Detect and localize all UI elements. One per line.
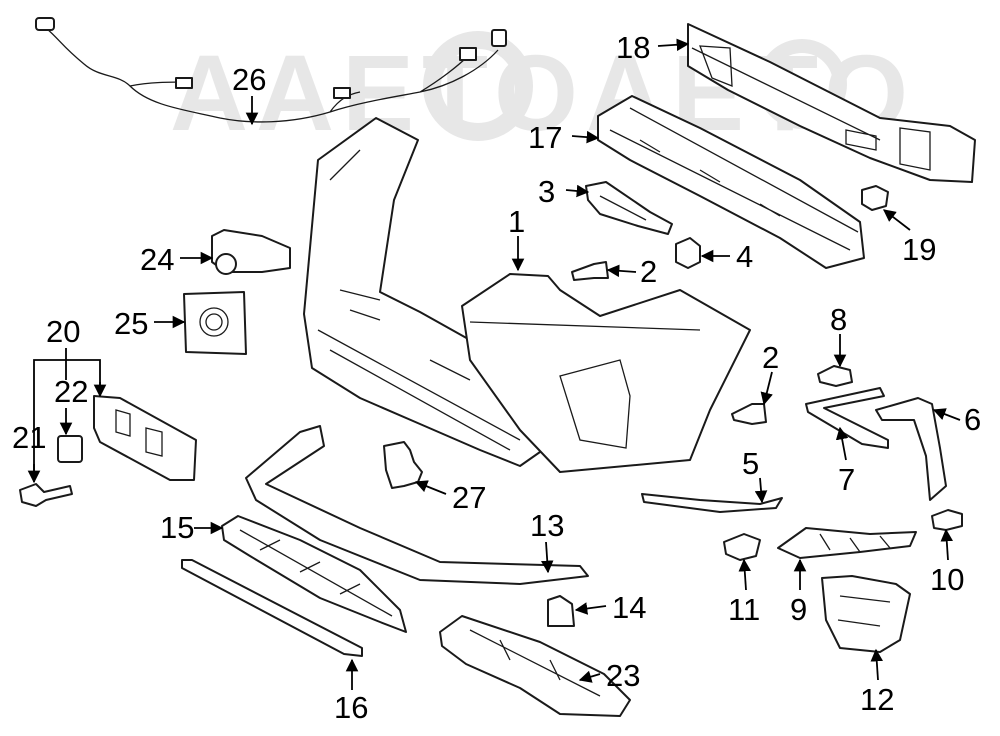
callout-10: 10 (930, 562, 964, 597)
part-5-strip (641, 493, 783, 513)
callout-27: 27 (452, 480, 486, 515)
callout-6: 6 (964, 402, 981, 437)
callout-2-lower: 2 (762, 340, 779, 375)
callout-9: 9 (790, 592, 807, 627)
part-2-clip-upper (571, 261, 609, 281)
part-4-nut (675, 237, 701, 269)
callout-labels: 1 2 2 3 4 5 6 7 8 9 10 11 12 13 14 15 16… (12, 30, 981, 725)
part-19-bolt (861, 185, 889, 211)
part-26-wire-harness (35, 17, 507, 123)
part-1-bumper-cover (461, 273, 751, 473)
callout-25: 25 (114, 306, 148, 341)
part-18-reinforcement (687, 23, 976, 183)
part-11-clip (723, 533, 761, 561)
part-15-lower-grille (221, 515, 407, 633)
callout-13: 13 (530, 508, 564, 543)
part-17-absorber (597, 95, 865, 269)
part-25-retainer (183, 291, 247, 355)
part-14-clip (547, 595, 575, 627)
part-6-side-trim (875, 397, 947, 501)
part-16-strip (181, 559, 363, 657)
callout-4: 4 (736, 239, 753, 274)
part-21-bolt (19, 483, 73, 507)
callout-24: 24 (140, 242, 174, 277)
callout-20: 20 (46, 314, 80, 349)
callout-8: 8 (830, 302, 847, 337)
watermark-gear-icon (423, 31, 533, 141)
part-27-sensor (383, 441, 423, 489)
part-23-under-cover (439, 615, 631, 717)
part-7-trim (805, 387, 889, 449)
callout-18: 18 (616, 30, 650, 65)
callout-22: 22 (54, 374, 88, 409)
callout-17: 17 (528, 120, 562, 155)
callout-11: 11 (728, 592, 760, 627)
callout-14: 14 (612, 590, 646, 625)
part-24-sensor (211, 229, 291, 275)
callout-7: 7 (838, 462, 855, 497)
leader-lines (27, 38, 961, 690)
part-10-clip (931, 509, 963, 531)
part-20-license-bracket (93, 395, 197, 481)
part-2-clip-lower (731, 403, 767, 425)
part-9-lower-trim (777, 527, 917, 559)
part-22-clip (57, 435, 83, 463)
callout-15: 15 (160, 510, 194, 545)
part-8-screw (817, 365, 853, 387)
part-12-bracket (821, 575, 911, 653)
callout-21: 21 (12, 420, 46, 455)
callout-19: 19 (902, 232, 936, 267)
callout-12: 12 (860, 682, 894, 717)
callout-1: 1 (508, 204, 525, 239)
part-3-bracket (585, 181, 673, 235)
part-13-lower-molding (245, 425, 589, 585)
callout-5: 5 (742, 446, 759, 481)
callout-16: 16 (334, 690, 368, 725)
callout-26: 26 (232, 62, 266, 97)
callout-3: 3 (538, 174, 555, 209)
callout-2-upper: 2 (640, 254, 657, 289)
callout-23: 23 (606, 658, 640, 693)
